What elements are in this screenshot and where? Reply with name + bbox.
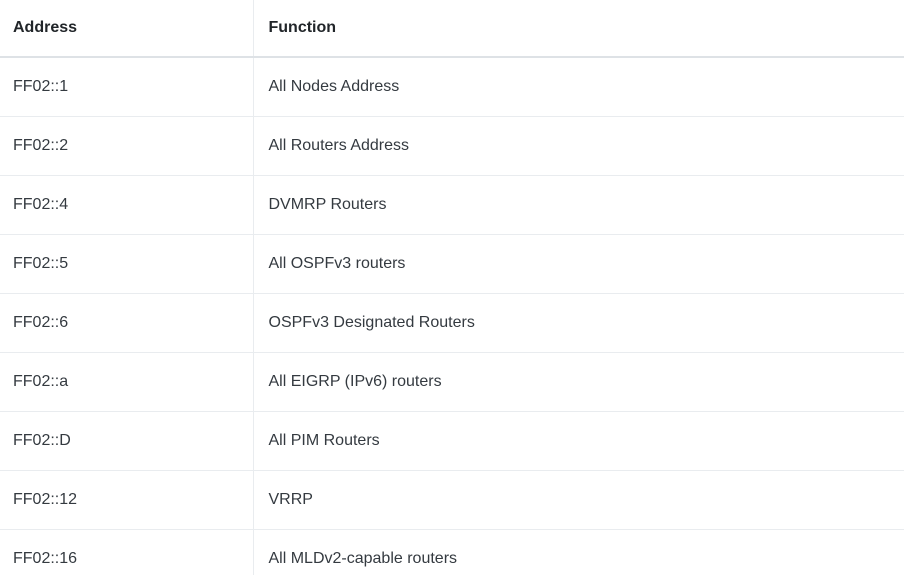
cell-address: FF02::4 [0,175,253,235]
cell-function: OSPFv3 Designated Routers [252,293,904,353]
cell-function: VRRP [252,470,904,530]
cell-function: All MLDv2-capable routers [252,529,904,575]
cell-address: FF02::16 [0,529,253,575]
cell-address: FF02::12 [0,470,253,530]
cell-address: FF02::a [0,352,253,412]
cell-function: DVMRP Routers [252,175,904,235]
table-header: Address Function [0,0,904,58]
cell-function: All EIGRP (IPv6) routers [252,352,904,412]
cell-address: FF02::6 [0,293,253,353]
cell-function: All Nodes Address [252,57,904,117]
column-header-address[interactable]: Address [0,0,253,58]
cell-function: All OSPFv3 routers [252,234,904,294]
table-header-row: Address Function [0,0,904,58]
cell-address: FF02::2 [0,116,253,176]
cell-function: All PIM Routers [252,411,904,471]
cell-address: FF02::1 [0,57,253,117]
column-header-function[interactable]: Function [252,0,904,58]
cell-address: FF02::5 [0,234,253,294]
cell-address: FF02::D [0,411,253,471]
cell-function: All Routers Address [252,116,904,176]
